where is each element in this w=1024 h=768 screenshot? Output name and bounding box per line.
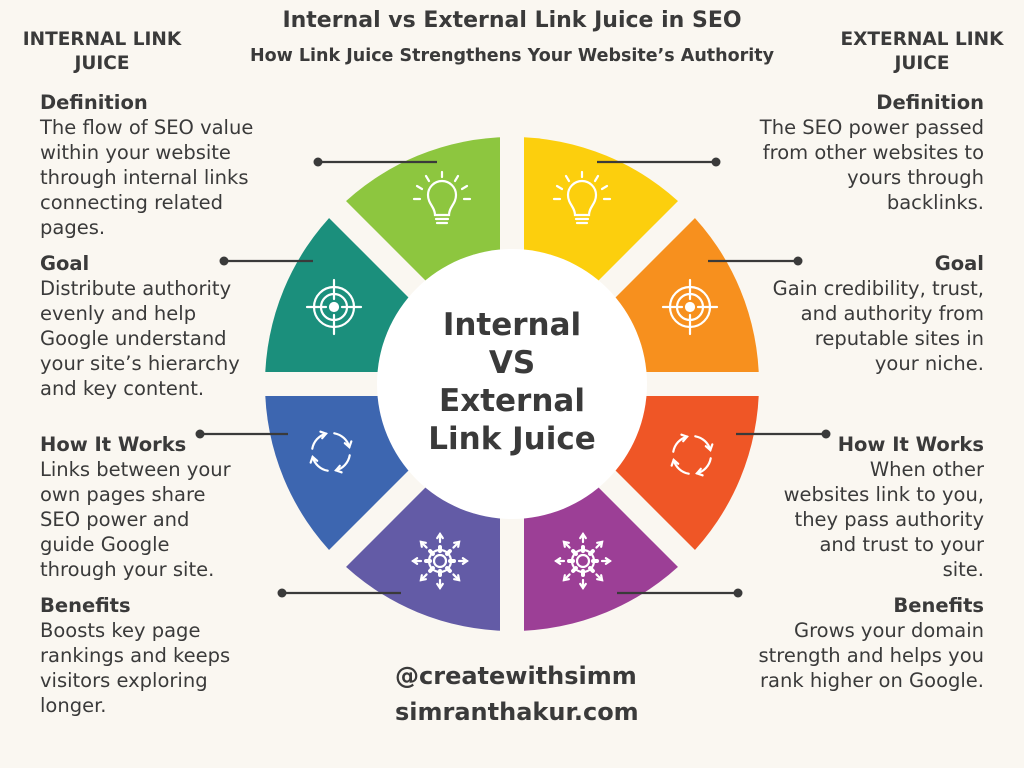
section-text-line: SEO power and bbox=[40, 508, 190, 531]
center-line: Internal bbox=[442, 307, 582, 343]
connector-dot bbox=[821, 429, 831, 439]
internal-heading: INTERNAL LINK JUICE bbox=[2, 28, 202, 76]
section-text-line: and authority from bbox=[800, 302, 984, 325]
section-title: Benefits bbox=[40, 594, 131, 617]
section-text-line: your niche. bbox=[874, 352, 984, 375]
section-text-line: Distribute authority bbox=[40, 277, 232, 300]
target-icon bbox=[661, 278, 719, 336]
section-text-line: through your site. bbox=[40, 558, 215, 581]
section-title: Definition bbox=[876, 91, 984, 114]
section-text-line: and key content. bbox=[40, 377, 205, 400]
section-text-line: rankings and keeps bbox=[40, 644, 231, 667]
section-text-line: within your website bbox=[40, 141, 231, 164]
center-line: Link Juice bbox=[428, 421, 596, 457]
connector-dot bbox=[313, 157, 323, 167]
footer-handle: @createwithsimm bbox=[395, 662, 637, 690]
section-title: Definition bbox=[40, 91, 148, 114]
section-title: How It Works bbox=[40, 433, 187, 456]
cycle-arrows-icon bbox=[309, 430, 353, 474]
connector-dot bbox=[219, 256, 229, 266]
section-text-line: guide Google bbox=[40, 533, 170, 556]
center-circle bbox=[377, 249, 647, 519]
section-text-line: Boosts key page bbox=[40, 619, 201, 642]
section-text-line: they pass authority bbox=[794, 508, 984, 531]
section-text-line: reputable sites in bbox=[814, 327, 984, 350]
section-title: Goal bbox=[40, 252, 90, 275]
section-text-line: Google understand bbox=[40, 327, 227, 350]
section-text-line: visitors exploring bbox=[40, 669, 208, 692]
center-line: External bbox=[439, 383, 585, 419]
section-text-line: The flow of SEO value bbox=[40, 116, 254, 139]
section-text-line: own pages share bbox=[40, 483, 206, 506]
gear-expand-icon bbox=[411, 532, 469, 590]
external-heading-line: EXTERNAL LINK bbox=[840, 29, 1004, 50]
lightbulb-icon bbox=[552, 170, 612, 225]
section-text-line: and trust to your bbox=[819, 533, 984, 556]
section-text-line: your site’s hierarchy bbox=[40, 352, 240, 375]
section-text-line: Grows your domain bbox=[793, 619, 984, 642]
section-text-line: Gain credibility, trust, bbox=[772, 277, 984, 300]
gear-expand-icon bbox=[554, 532, 612, 590]
connector-dot bbox=[793, 256, 803, 266]
section-title: How It Works bbox=[837, 433, 984, 456]
section-text-line: The SEO power passed bbox=[759, 116, 984, 139]
internal-heading-line: INTERNAL LINK bbox=[22, 29, 182, 50]
section-text-line: connecting related bbox=[40, 191, 224, 214]
section-text-line: pages. bbox=[40, 216, 106, 239]
section-title: Goal bbox=[934, 252, 984, 275]
center-line: VS bbox=[488, 345, 536, 381]
section-text-line: When other bbox=[869, 458, 984, 481]
section-text-line: yours through bbox=[847, 166, 984, 189]
footer-website: simranthakur.com bbox=[395, 698, 639, 726]
section-text-line: backlinks. bbox=[886, 191, 984, 214]
section-text-line: site. bbox=[942, 558, 984, 581]
section-text-line: Links between your bbox=[40, 458, 231, 481]
page-subtitle: How Link Juice Strengthens Your Website’… bbox=[249, 46, 775, 66]
external-heading-line: JUICE bbox=[894, 53, 950, 74]
section-text-line: from other websites to bbox=[762, 141, 984, 164]
section-text-line: evenly and help bbox=[40, 302, 197, 325]
connector-dot bbox=[195, 429, 205, 439]
section-text-line: rank higher on Google. bbox=[760, 669, 984, 692]
connector-dot bbox=[733, 588, 743, 598]
external-heading: EXTERNAL LINK JUICE bbox=[822, 28, 1022, 76]
section-text-line: through internal links bbox=[40, 166, 249, 189]
lightbulb-icon bbox=[412, 170, 472, 225]
page-title: Internal vs External Link Juice in SEO bbox=[282, 8, 742, 33]
target-icon bbox=[305, 278, 363, 336]
section-text-line: websites link to you, bbox=[783, 483, 984, 506]
connector-dot bbox=[711, 157, 721, 167]
cycle-arrows-icon bbox=[670, 433, 714, 477]
section-title: Benefits bbox=[893, 594, 984, 617]
section-text-line: strength and helps you bbox=[758, 644, 984, 667]
center-label: Internal VS External Link Juice bbox=[378, 306, 646, 458]
section-text-line: longer. bbox=[40, 694, 107, 717]
connector-dot bbox=[277, 588, 287, 598]
internal-heading-line: JUICE bbox=[74, 53, 130, 74]
